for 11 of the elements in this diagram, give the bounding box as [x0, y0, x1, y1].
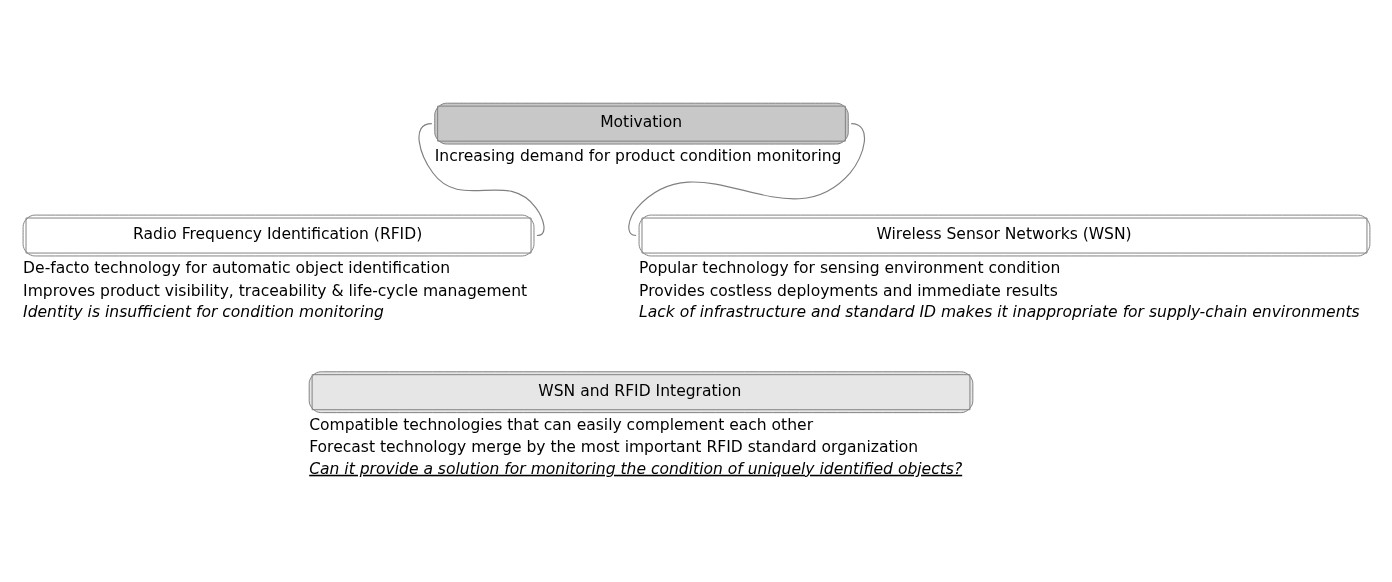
node-label: Increasing demand for product condition monitoring	[434, 147, 842, 166]
node-label: De-facto technology for automatic object identification	[23, 259, 451, 278]
node-label: Provides costless deployments and immediate results	[639, 281, 1058, 300]
node-label: Identity is insufficient for condition monitoring	[23, 303, 384, 322]
node-label: Forecast technology merge by the most important RFID standard organization	[309, 438, 919, 457]
node-label: Improves product visibility, traceability & life-cycle management	[23, 281, 528, 300]
node-label: Can it provide a solution for monitoring the condition of uniquely identified objects?	[309, 459, 963, 478]
node-label: Popular technology for sensing environment condition	[639, 259, 1061, 278]
node-label: Lack of infrastructure and standard ID makes it inappropriate for supply-chain environments	[639, 303, 1360, 322]
connector	[418, 123, 545, 237]
node-label: Compatible technologies that can easily complement each other	[309, 415, 814, 434]
